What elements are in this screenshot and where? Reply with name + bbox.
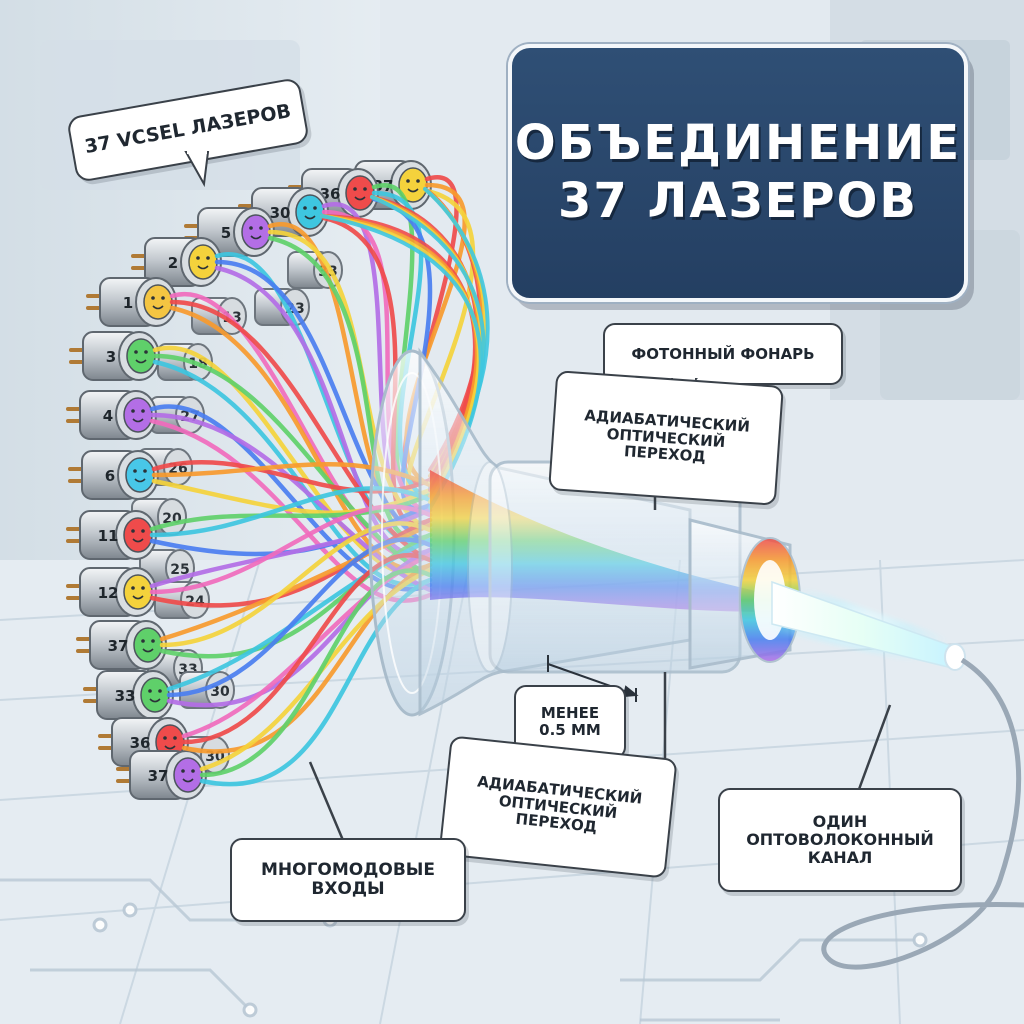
vcsel-label-tail xyxy=(184,150,210,188)
vcsel-laser-12: 37 xyxy=(76,620,167,670)
laser-back-number-8: 25 xyxy=(170,562,189,578)
photonic-lantern-body xyxy=(368,347,801,717)
laser-back-number-11: 30 xyxy=(210,684,230,700)
title-line-2: 37 ЛАЗЕРОВ xyxy=(558,173,918,229)
vcsel-laser-7: 3 xyxy=(69,331,160,381)
laser-number-7: 3 xyxy=(106,348,116,366)
laser-number-15: 37 xyxy=(148,767,169,785)
vcsel-laser-8: 4 xyxy=(66,390,157,440)
adiabatic-transition-label-bottom: АДИАБАТИЧЕСКИЙ ОПТИЧЕСКИЙ ПЕРЕХОД xyxy=(438,735,678,879)
vcsel-laser-10: 11 xyxy=(66,510,157,560)
vcsel-laser-6: 1 xyxy=(86,277,177,327)
laser-number-5: 2 xyxy=(168,254,178,272)
laser-number-11: 12 xyxy=(98,584,119,602)
adiabatic-transition-label-top: АДИАБАТИЧЕСКИЙ ОПТИЧЕСКИЙ ПЕРЕХОД xyxy=(548,370,784,506)
title-line-1: ОБЪЕДИНЕНИЕ xyxy=(514,115,962,172)
laser-number-9: 6 xyxy=(105,467,115,485)
vcsel-laser-9: 6 xyxy=(68,450,159,500)
length-label: МЕНЕЕ 0.5 ММ xyxy=(514,685,626,759)
title-banner: ОБЪЕДИНЕНИЕ 37 ЛАЗЕРОВ xyxy=(508,44,968,302)
laser-number-12: 37 xyxy=(108,637,129,655)
photonic-lantern-label: ФОТОННЫЙ ФОНАРЬ xyxy=(603,323,843,385)
laser-number-14: 36 xyxy=(130,734,151,752)
laser-number-13: 33 xyxy=(115,687,136,705)
vcsel-laser-5: 2 xyxy=(131,237,222,287)
laser-number-6: 1 xyxy=(123,294,133,312)
laser-back-1: 33 xyxy=(287,251,343,289)
laser-number-10: 11 xyxy=(98,527,119,545)
callout-pointers xyxy=(308,478,892,846)
laser-number-3: 30 xyxy=(270,204,291,222)
vcsel-laser-11: 12 xyxy=(66,567,157,617)
multimode-inputs-label: МНОГОМОДОВЫЕ ВХОДЫ xyxy=(230,838,466,922)
vcsel-laser-15: 37 xyxy=(116,750,207,800)
single-fiber-channel-label: ОДИН ОПТОВОЛОКОННЫЙ КАНАЛ xyxy=(718,788,962,892)
laser-number-8: 4 xyxy=(103,407,113,425)
laser-number-4: 5 xyxy=(221,224,231,242)
single-mode-output-beam xyxy=(770,575,1024,970)
vcsel-laser-13: 33 xyxy=(83,670,174,720)
